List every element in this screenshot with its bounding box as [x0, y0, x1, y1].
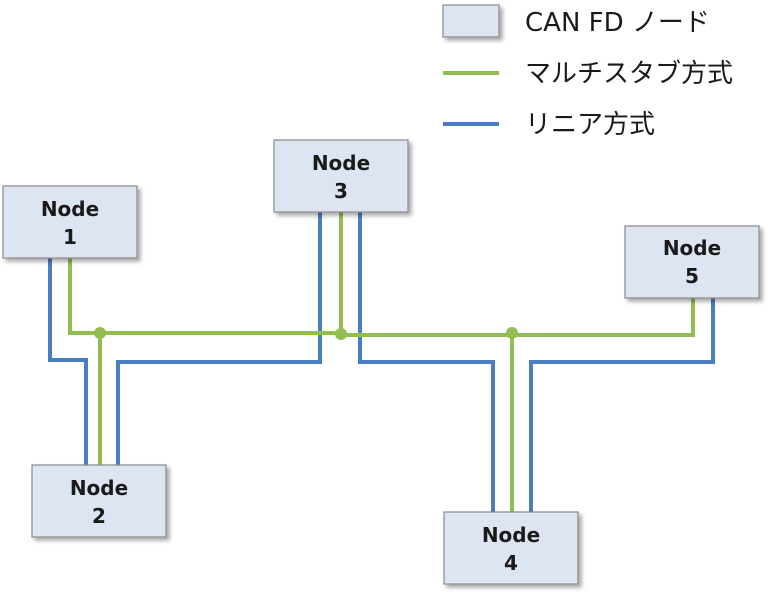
junction-dot-node4 — [506, 327, 518, 339]
node-2-name: Node — [70, 476, 128, 500]
node-4: Node 4 — [443, 511, 579, 585]
linear-wire-node3-node4 — [358, 212, 495, 512]
linear-wire-node4-node5 — [529, 297, 715, 512]
node-1: Node 1 — [2, 185, 138, 259]
node-4-name: Node — [482, 523, 540, 547]
legend-multistub-label: マルチスタブ方式 — [525, 59, 733, 89]
legend-node-swatch — [442, 4, 500, 38]
linear-wire-node1-node2 — [48, 258, 88, 465]
junction-dot-node3 — [335, 328, 347, 340]
node-1-name: Node — [41, 197, 99, 221]
node-2-number: 2 — [92, 504, 106, 528]
node-1-number: 1 — [63, 225, 77, 249]
legend-node-label: CAN FD ノード — [525, 8, 710, 38]
node-3-number: 3 — [334, 179, 348, 203]
linear-wiring — [48, 212, 715, 512]
node-4-number: 4 — [504, 551, 518, 575]
multistub-wiring — [68, 212, 695, 512]
multistub-trunk — [68, 258, 695, 337]
node-3: Node 3 — [273, 139, 409, 213]
node-5: Node 5 — [624, 225, 760, 299]
junction-dot-node2 — [94, 327, 106, 339]
node-5-name: Node — [663, 236, 721, 260]
legend: CAN FD ノード マルチスタブ方式 リニア方式 — [442, 4, 733, 140]
legend-linear-label: リニア方式 — [525, 110, 655, 140]
node-3-name: Node — [312, 151, 370, 175]
linear-wire-node2-node3 — [116, 212, 322, 465]
node-5-number: 5 — [685, 264, 699, 288]
node-2: Node 2 — [31, 464, 167, 538]
